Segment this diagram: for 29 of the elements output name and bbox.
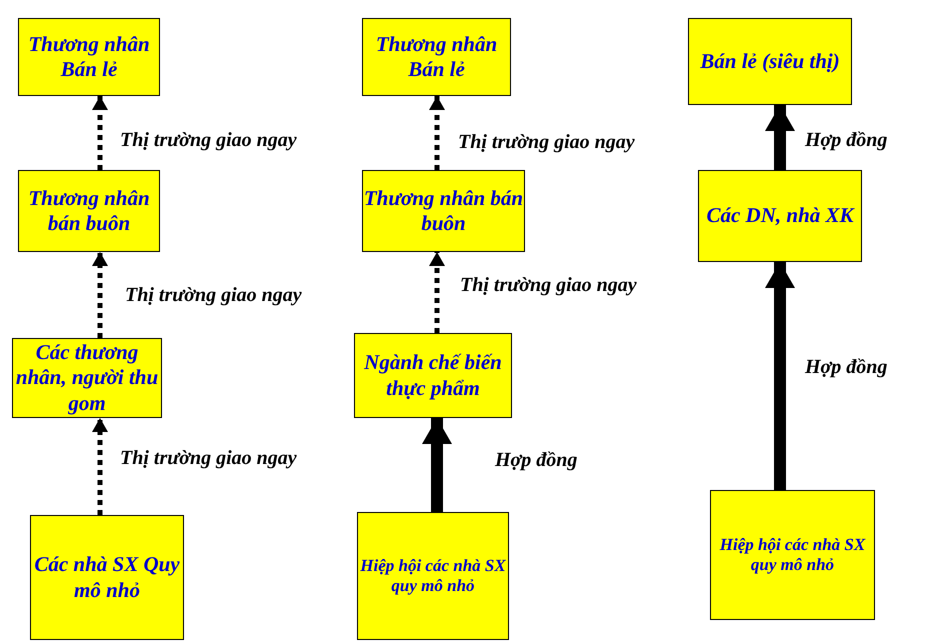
process-box <box>698 170 862 262</box>
arrow <box>422 418 452 512</box>
process-box <box>18 18 160 96</box>
process-box <box>18 170 160 252</box>
process-box <box>362 18 511 96</box>
node-label: Các thương nhân, người thu gom <box>14 340 160 416</box>
arrow <box>765 262 795 490</box>
arrow <box>429 252 445 333</box>
node-label: Thương nhân Bán lẻ <box>374 32 498 82</box>
arrow <box>92 252 108 338</box>
process-box <box>30 515 184 640</box>
node-label: Thương nhân Bán lẻ <box>27 32 151 82</box>
arrow <box>92 418 108 515</box>
node-label: Các DN, nhà XK <box>706 203 854 229</box>
node-label: Ngành chế biến thực phẩm <box>363 350 503 401</box>
arrow <box>429 96 445 170</box>
arrow <box>765 105 795 170</box>
process-box <box>354 333 512 418</box>
arrow <box>92 96 108 170</box>
node-label: Thương nhân bán buôn <box>363 186 524 236</box>
node-label: Các nhà SX Quy mô nhỏ <box>33 552 181 603</box>
node-label: Bán lẻ (siêu thị) <box>700 48 840 74</box>
process-box <box>357 512 509 640</box>
process-box <box>710 490 875 620</box>
process-box <box>688 18 852 105</box>
node-label: Hiệp hội các nhà SX quy mô nhỏ <box>359 556 507 596</box>
process-box <box>362 170 525 252</box>
node-label: Thương nhân bán buôn <box>27 186 151 236</box>
node-label: Hiệp hội các nhà SX quy mô nhỏ <box>718 534 866 576</box>
